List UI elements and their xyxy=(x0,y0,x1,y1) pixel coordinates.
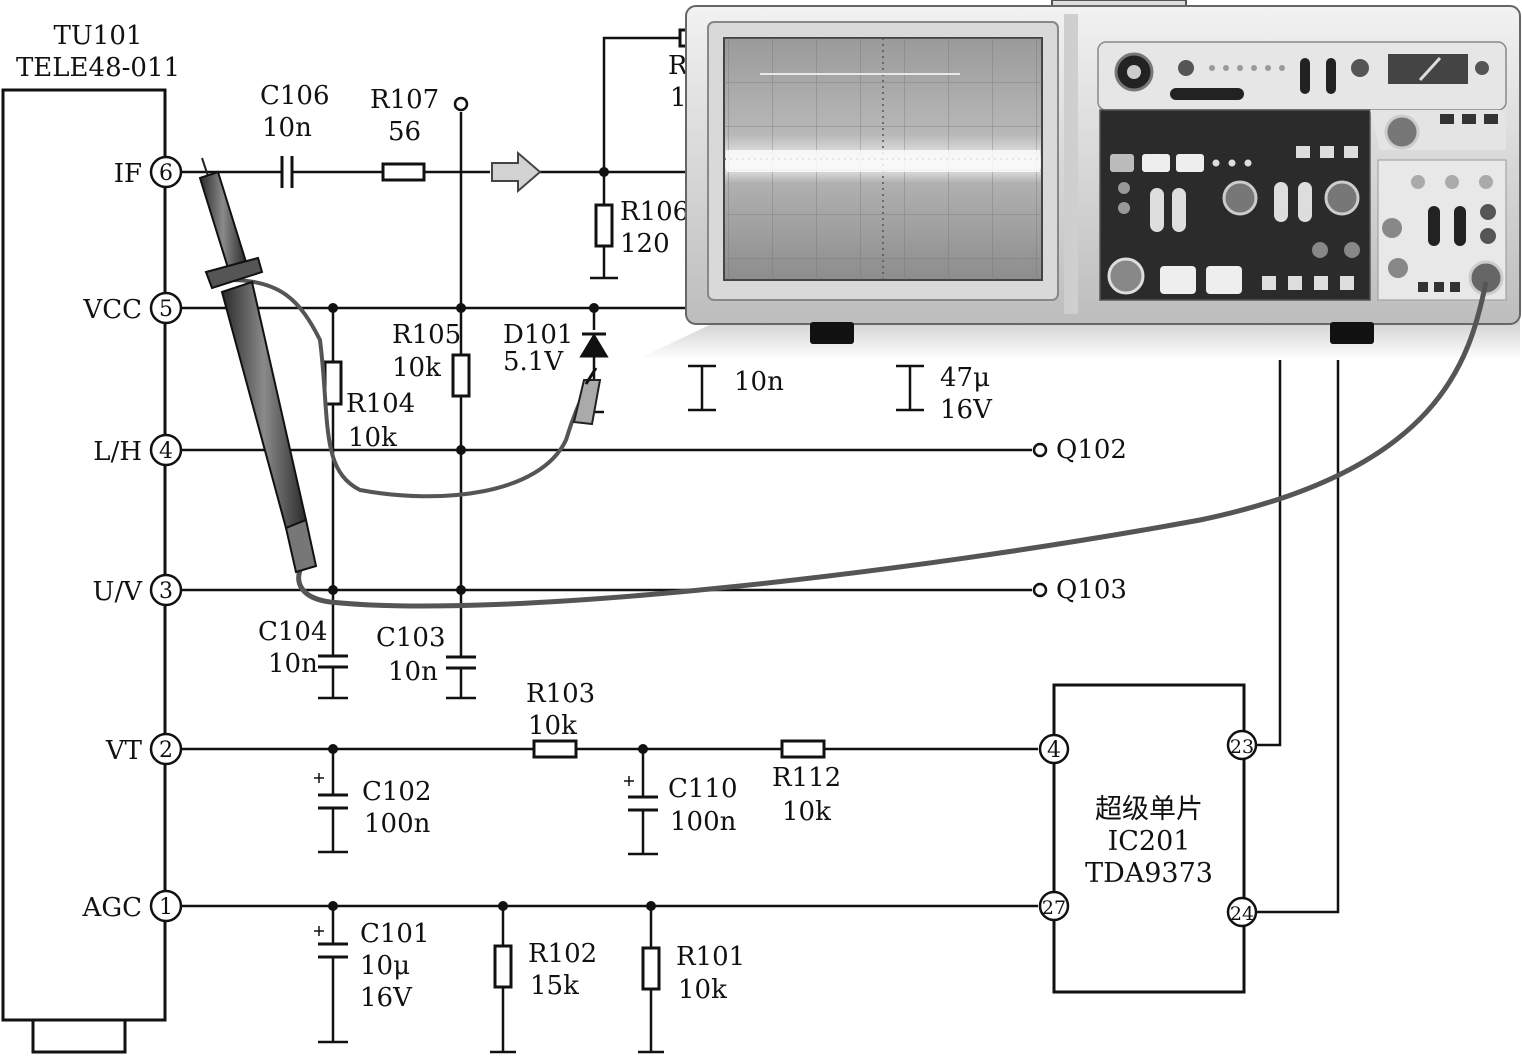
channel2-knob-icon[interactable] xyxy=(1324,180,1360,216)
q103-label: Q103 xyxy=(1056,575,1127,605)
r112-value: 10k xyxy=(782,797,831,827)
r106-ref: R106 xyxy=(620,197,689,227)
pin-name-lh: L/H xyxy=(93,437,142,467)
r101-ref: R101 xyxy=(676,942,745,972)
c102-value: 100n xyxy=(364,809,431,839)
r102-ref: R102 xyxy=(528,939,597,969)
c101-value: 10μ xyxy=(360,951,410,981)
c104-ref: C104 xyxy=(258,617,328,647)
c106-ref: C106 xyxy=(260,81,330,111)
cap-47u-voltage: 16V xyxy=(940,395,993,425)
c104-value: 10n xyxy=(268,649,318,679)
r-partial-value: 1 xyxy=(670,83,687,113)
component-symbols xyxy=(280,28,826,991)
r103-value: 10k xyxy=(528,711,577,741)
probe-icon xyxy=(198,157,318,574)
r104-ref: R104 xyxy=(346,389,415,419)
tuner-model: TELE48-011 xyxy=(16,53,180,83)
c102-ref: C102 xyxy=(362,777,432,807)
ic-pins xyxy=(1038,729,1258,928)
ic-line1: 超级单片 xyxy=(1095,794,1203,825)
pin-name-agc: AGC xyxy=(82,893,142,923)
c110-ref: C110 xyxy=(668,774,738,804)
probe-input-jack-icon[interactable] xyxy=(1468,260,1504,296)
r-partial-ref: R xyxy=(668,51,689,81)
d101-ref: D101 xyxy=(503,320,573,350)
q103-terminal xyxy=(1032,582,1048,598)
c103-value: 10n xyxy=(388,657,438,687)
timebase-knob-icon[interactable] xyxy=(1384,114,1420,150)
pin-name-uv: U/V xyxy=(93,577,144,607)
intensity-knob-icon[interactable] xyxy=(1107,257,1145,295)
ic-pin-number: 27 xyxy=(1042,897,1066,919)
tuner-pins xyxy=(149,155,183,923)
c106-value: 10n xyxy=(262,113,312,143)
ground-clip-icon xyxy=(572,367,602,426)
r102-value: 15k xyxy=(530,971,579,1001)
pin-number: 3 xyxy=(159,579,173,604)
pin-name-vcc: VCC xyxy=(82,295,142,325)
c101-voltage: 16V xyxy=(360,983,413,1013)
pin-number: 2 xyxy=(159,738,173,763)
d101-value: 5.1V xyxy=(503,347,564,377)
ic-pin-numbers: 4 27 23 24 xyxy=(1042,736,1254,925)
component-labels: C106 10n R107 56 R 1 R106 120 R105 10k D… xyxy=(258,51,1127,1013)
ic-pin-number: 23 xyxy=(1230,736,1254,758)
tuner-pin-names: IF VCC L/H U/V VT AGC xyxy=(82,159,144,923)
tuner-pin-numbers: 6 5 4 3 2 1 xyxy=(159,161,173,920)
ic-line3: TDA9373 xyxy=(1085,858,1213,889)
pin-number: 5 xyxy=(159,297,173,322)
r105-value: 10k xyxy=(392,353,441,383)
r101-value: 10k xyxy=(678,975,727,1005)
r103-ref: R103 xyxy=(526,679,595,709)
q102-label: Q102 xyxy=(1056,435,1127,465)
pin-number: 6 xyxy=(159,161,173,186)
pin-name-if: IF xyxy=(114,159,142,189)
r105-ref: R105 xyxy=(392,320,461,350)
c101-ref: C101 xyxy=(360,919,430,949)
channel1-knob-icon[interactable] xyxy=(1222,180,1258,216)
c110-value: 100n xyxy=(670,807,737,837)
cap-47u-value: 47μ xyxy=(940,363,990,393)
probe-leads xyxy=(229,278,1489,609)
oscilloscope xyxy=(640,0,1521,360)
cap-10n-value: 10n xyxy=(734,367,784,397)
waveform-trace xyxy=(726,150,1040,172)
q102-terminal xyxy=(1032,442,1048,458)
signal-arrow-icon xyxy=(491,150,542,194)
oscilloscope-shadow xyxy=(640,320,1520,360)
junctions xyxy=(328,167,656,911)
polarity-marks xyxy=(314,773,634,936)
r106-value: 120 xyxy=(620,229,670,259)
pin-name-vt: VT xyxy=(105,736,143,766)
r107-value: 56 xyxy=(388,117,421,147)
ic-line2: IC201 xyxy=(1108,826,1191,857)
tuner-ref: TU101 xyxy=(54,21,143,51)
pin-number: 1 xyxy=(159,895,173,920)
tuner-tu101: TU101 TELE48-011 xyxy=(1,21,180,1054)
r104-value: 10k xyxy=(348,423,397,453)
r107-terminal xyxy=(453,96,469,112)
r107-ref: R107 xyxy=(370,85,439,115)
ic201-chip: 超级单片 IC201 TDA9373 xyxy=(1052,683,1246,994)
ic-pin-number: 4 xyxy=(1047,738,1061,763)
diode-d101 xyxy=(579,332,609,358)
pin-number: 4 xyxy=(159,439,173,464)
c103-ref: C103 xyxy=(376,623,446,653)
r112-ref: R112 xyxy=(772,763,841,793)
ic-pin-number: 24 xyxy=(1230,903,1254,925)
wires xyxy=(180,36,1340,1054)
